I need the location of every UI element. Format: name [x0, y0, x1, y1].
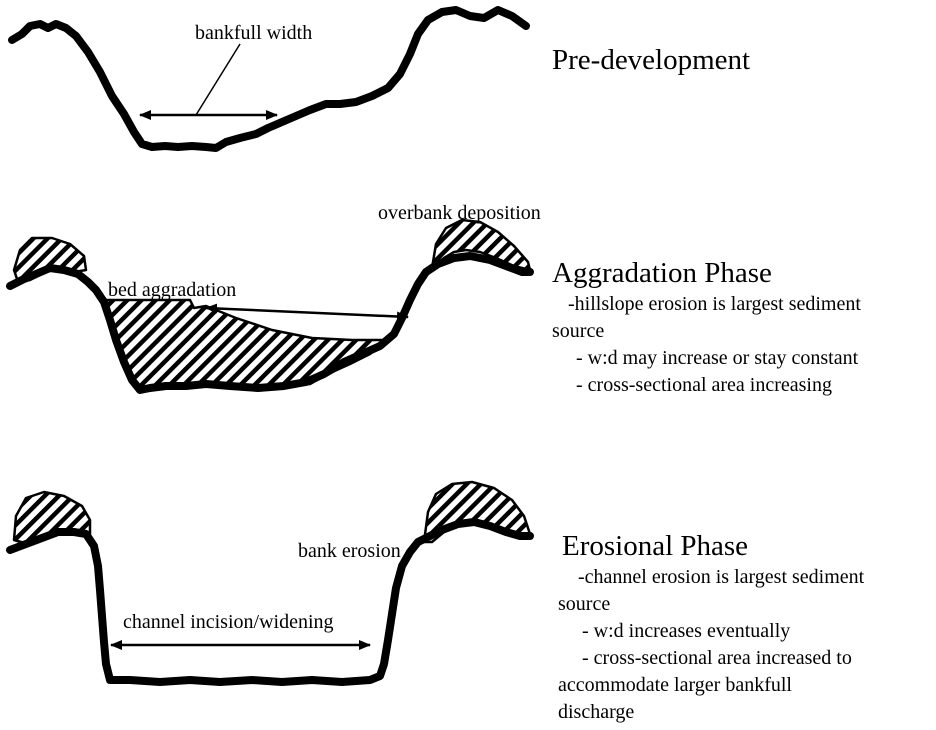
erosional-note-5: accommodate larger bankfull [558, 674, 792, 696]
bankfull-width-leader [195, 43, 241, 116]
aggradation-note-4: - cross-sectional area increasing [576, 374, 832, 396]
erosional-note-6: discharge [558, 701, 634, 723]
pre-development-channel-profile [8, 6, 530, 152]
channel-incision-label: channel incision/widening [123, 611, 334, 633]
pre-development-title: Pre-development [552, 44, 750, 76]
erosional-channel-profile [6, 518, 534, 686]
aggradation-panel: overbank deposition bed aggradation Aggr… [6, 202, 861, 396]
bed-aggradation-label: bed aggradation [108, 279, 236, 301]
erosional-phase-title: Erosional Phase [562, 530, 748, 562]
aggradation-note-3: - w:d may increase or stay constant [576, 347, 859, 369]
aggradation-note-1: -hillslope erosion is largest sediment [568, 293, 861, 315]
bank-erosion-label: bank erosion [298, 540, 401, 562]
bed-aggradation-arrow [205, 303, 409, 322]
bankfull-width-label: bankfull width [195, 22, 312, 44]
erosional-panel: bank erosion channel incision/widening E… [6, 480, 865, 723]
right-overbank-deposit [430, 218, 532, 272]
aggradation-channel-profile [6, 252, 534, 394]
erosional-note-3: - w:d increases eventually [582, 620, 790, 642]
erosional-note-1: -channel erosion is largest sediment [578, 566, 865, 588]
erosional-note-4: - cross-sectional area increased to [582, 647, 852, 669]
erosional-note-2: source [558, 593, 610, 615]
overbank-deposition-label: overbank deposition [378, 202, 541, 224]
aggradation-phase-title: Aggradation Phase [552, 257, 772, 289]
pre-development-panel: bankfull width Pre-development [8, 6, 750, 152]
aggradation-note-2: source [552, 320, 604, 342]
